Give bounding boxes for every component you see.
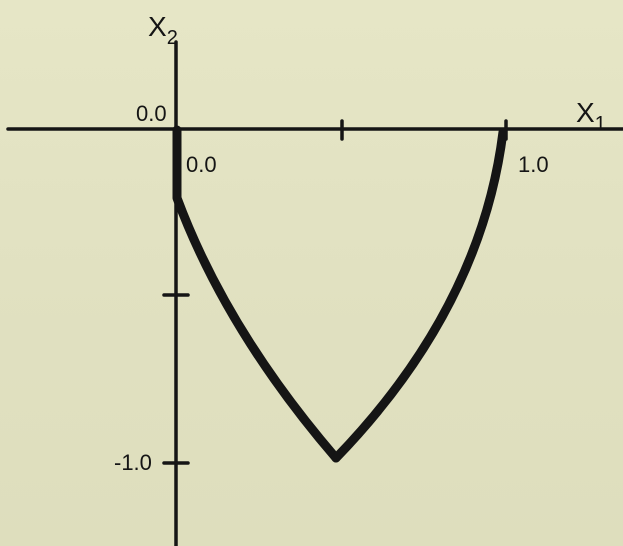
x-tick-label-one: 1.0 bbox=[518, 152, 549, 177]
x-axis-label-subscript: 1 bbox=[595, 113, 606, 135]
origin-label-upper: 0.0 bbox=[136, 101, 167, 126]
origin-label-lower: 0.0 bbox=[186, 152, 217, 177]
left-boundary-curve bbox=[172, 125, 341, 463]
y-axis-label-subscript: 2 bbox=[167, 27, 178, 49]
x-axis-label: X1 bbox=[576, 97, 606, 135]
right-boundary-curve bbox=[331, 127, 508, 463]
y-axis-label: X2 bbox=[148, 11, 178, 49]
y-tick-label-minus-one: -1.0 bbox=[114, 450, 152, 475]
